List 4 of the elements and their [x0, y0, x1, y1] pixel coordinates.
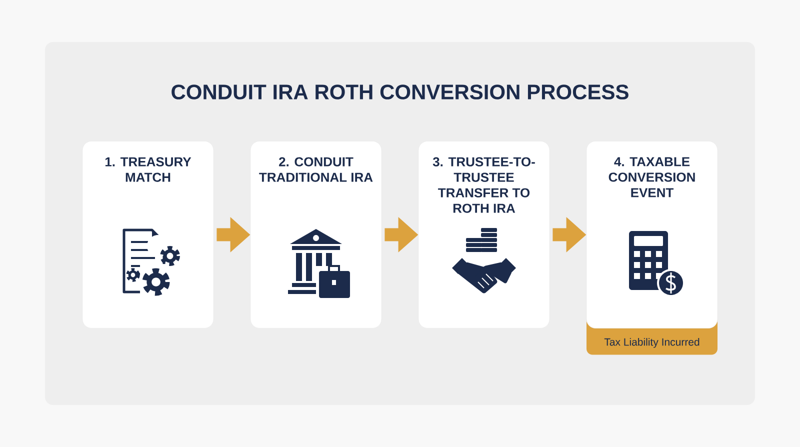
step-card: 3. TRUSTEE-TO-TRUSTEE TRANSFER TO ROTH IRA [418, 141, 550, 328]
title: CONDUIT IRA ROTH CONVERSION PROCESS [172, 84, 628, 100]
step-card: 1. TREASURY MATCH [82, 141, 214, 328]
step-card: 2. CONDUIT TRADITIONAL IRA [250, 141, 382, 328]
